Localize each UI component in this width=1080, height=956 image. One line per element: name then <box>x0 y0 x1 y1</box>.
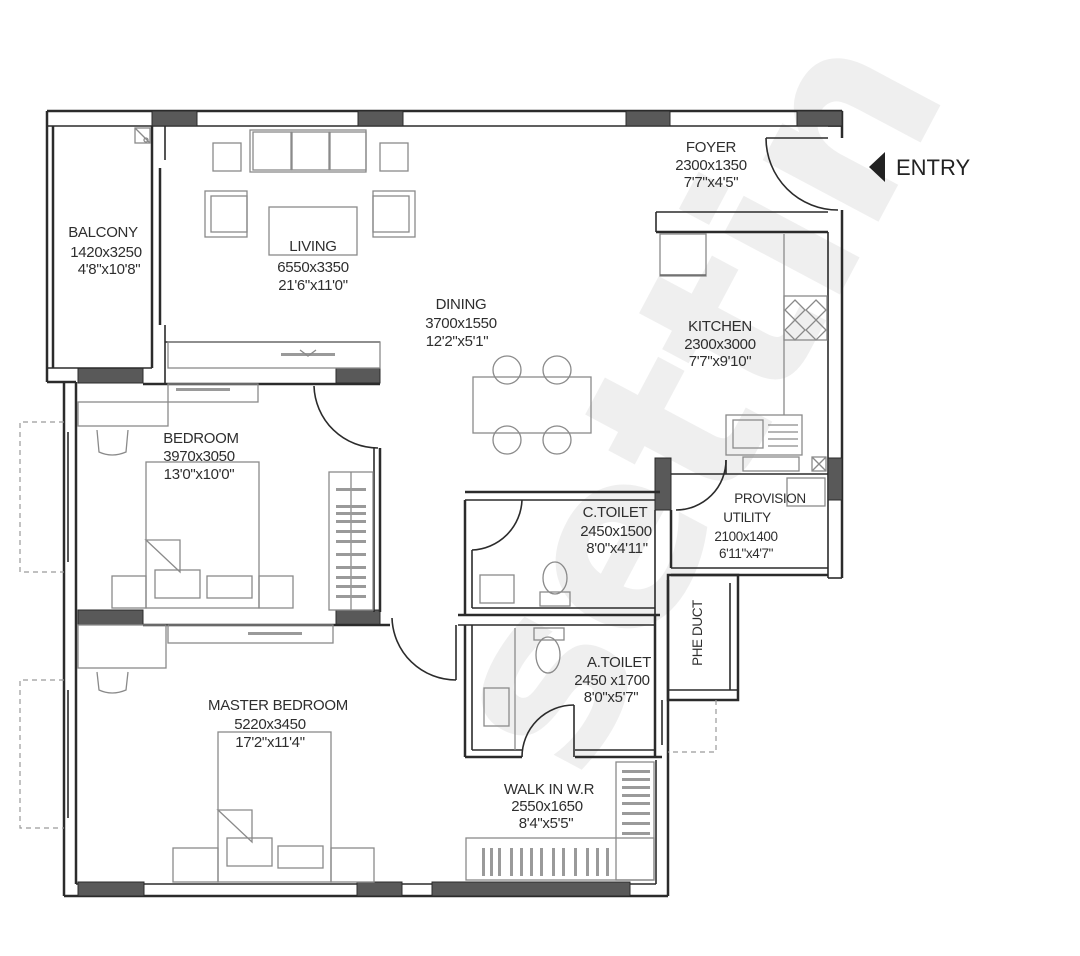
room-label-c-toilet: C.TOILET 2450x1500 8'0"x4'11" <box>580 504 652 557</box>
room-imperial: 8'0"x4'11" <box>586 540 647 557</box>
room-name: UTILITY <box>723 510 771 525</box>
room-name: BALCONY <box>68 224 138 241</box>
room-name: LIVING <box>289 238 336 255</box>
room-metric: 2300x1350 <box>675 157 747 174</box>
room-name: PROVISION <box>734 491 805 506</box>
room-imperial: 21'6"x11'0" <box>278 277 348 294</box>
room-imperial: 7'7"x4'5" <box>684 174 739 191</box>
room-label-living: LIVING 6550x3350 21'6"x11'0" <box>277 238 349 294</box>
room-name: PHE DUCT <box>690 600 705 666</box>
room-metric: 3700x1550 <box>425 315 497 332</box>
balcony-drain <box>134 127 151 144</box>
toilet-fixtures <box>479 561 571 750</box>
room-name: BEDROOM <box>163 430 238 447</box>
entry-label: ENTRY <box>896 155 970 180</box>
room-imperial: 8'4"x5'5" <box>519 815 574 832</box>
kitchen-fixtures <box>659 233 828 507</box>
walk-in-wardrobe-fixtures <box>465 761 655 881</box>
dining-table <box>472 355 592 455</box>
room-imperial: 6'11"x4'7" <box>719 546 774 561</box>
room-label-dining: DINING 3700x1550 12'2"x5'1" <box>425 296 497 350</box>
window-projections <box>19 421 717 829</box>
room-label-master-bedroom: MASTER BEDROOM 5220x3450 17'2"x11'4" <box>208 697 348 751</box>
room-metric: 3970x3050 <box>163 448 235 465</box>
room-metric: 6550x3350 <box>277 259 349 276</box>
room-label-walk-in-wardrobe: WALK IN W.R 2550x1650 8'4"x5'5" <box>504 781 595 832</box>
room-metric: 5220x3450 <box>234 716 306 733</box>
room-name: KITCHEN <box>688 318 752 335</box>
room-name: C.TOILET <box>583 504 648 521</box>
room-metric: 2550x1650 <box>511 798 583 815</box>
bedroom-wardrobe-hangers <box>336 488 366 598</box>
room-label-phe-duct: PHE DUCT <box>690 600 705 666</box>
room-name: FOYER <box>686 139 737 156</box>
room-name: WALK IN W.R <box>504 781 595 798</box>
bedroom-furniture <box>77 383 374 611</box>
room-metric: 2450x1500 <box>580 523 652 540</box>
room-imperial: 8'0"x5'7" <box>584 689 639 706</box>
room-metric: 1420x3250 <box>70 244 142 261</box>
room-label-kitchen: KITCHEN 2300x3000 7'7"x9'10" <box>684 318 756 370</box>
room-metric: 2450 x1700 <box>574 672 649 689</box>
room-label-bedroom: BEDROOM 3970x3050 13'0"x10'0" <box>163 430 239 483</box>
columns <box>77 110 843 897</box>
room-label-balcony: BALCONY 1420x3250 4'8"x10'8" <box>68 224 142 278</box>
room-imperial: 17'2"x11'4" <box>235 734 305 751</box>
room-name: A.TOILET <box>587 654 651 671</box>
room-name: DINING <box>436 296 487 313</box>
entry-arrow-icon <box>869 152 885 182</box>
room-imperial: 7'7"x9'10" <box>689 353 752 370</box>
room-label-utility: UTILITY 2100x1400 6'11"x4'7" <box>714 510 778 561</box>
room-imperial: 12'2"x5'1" <box>426 333 489 350</box>
room-label-provision: PROVISION <box>734 491 806 506</box>
master-bedroom-furniture <box>77 624 375 883</box>
room-imperial: 4'8"x10'8" <box>78 261 141 278</box>
room-metric: 2100x1400 <box>714 529 777 544</box>
living-furniture <box>167 129 416 369</box>
room-name: MASTER BEDROOM <box>208 697 348 714</box>
room-label-a-toilet: A.TOILET 2450 x1700 8'0"x5'7" <box>574 654 651 706</box>
room-label-foyer: FOYER 2300x1350 7'7"x4'5" <box>675 139 747 191</box>
entry-marker: ENTRY <box>869 152 970 182</box>
room-imperial: 13'0"x10'0" <box>164 466 235 483</box>
doors <box>313 137 839 758</box>
room-metric: 2300x3000 <box>684 336 756 353</box>
